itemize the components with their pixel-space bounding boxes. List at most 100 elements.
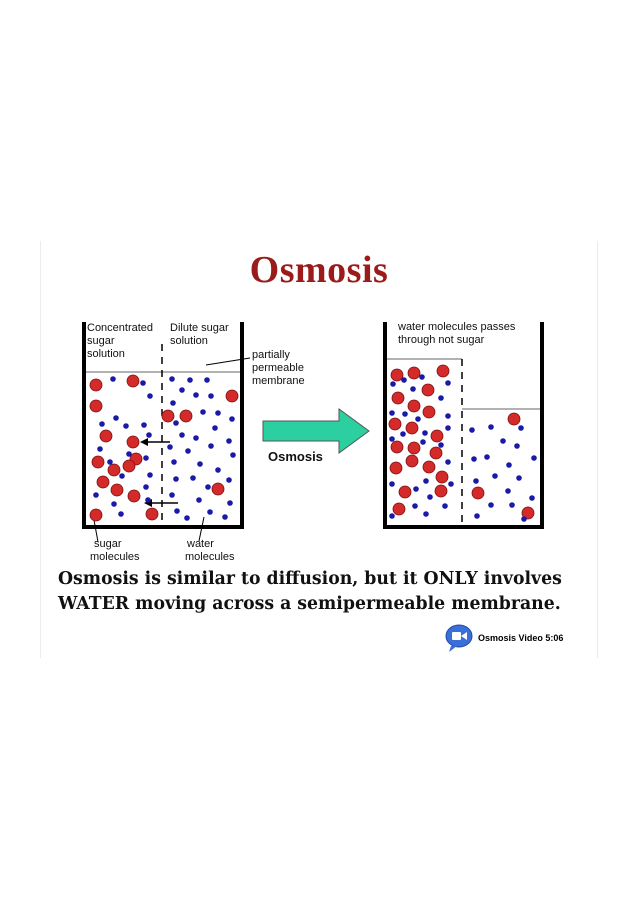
sugar-molecule (179, 409, 193, 423)
water-molecule (207, 509, 213, 515)
water-molecule (514, 443, 520, 449)
water-molecule (185, 448, 191, 454)
sugar-molecule (392, 502, 406, 516)
water-molecule (179, 387, 185, 393)
water-molecule (208, 443, 214, 449)
water-molecule (169, 492, 175, 498)
water-molecule (445, 425, 451, 431)
water-molecule (215, 410, 221, 416)
water-molecule (474, 513, 480, 519)
sugar-molecule (471, 486, 485, 500)
label-right-line-1: water molecules passes (397, 321, 516, 333)
water-molecule (171, 459, 177, 465)
label-dilute-line-1: Dilute sugar (170, 322, 229, 334)
slide-panel (40, 241, 598, 658)
video-link[interactable]: Osmosis Video 5:06 (445, 624, 563, 652)
sugar-molecule (99, 429, 113, 443)
water-molecule (97, 446, 103, 452)
video-link-label: Osmosis Video 5:06 (478, 633, 564, 643)
sugar-molecule (421, 383, 435, 397)
sugar-molecule (422, 405, 436, 419)
sugar-molecule (127, 489, 141, 503)
water-molecule (471, 456, 477, 462)
water-molecule (119, 473, 125, 479)
sugar-molecule (429, 446, 443, 460)
water-molecule (445, 413, 451, 419)
sugar-molecule (436, 364, 450, 378)
water-molecule (169, 376, 175, 382)
sugar-molecule (122, 459, 136, 473)
water-molecule (173, 420, 179, 426)
water-molecule (226, 438, 232, 444)
water-molecule (401, 377, 407, 383)
label-concentrated-line-1: Concentrated (87, 322, 153, 334)
caption: Osmosis is similar to diffusion, but it … (58, 567, 598, 617)
sugar-molecule (211, 482, 225, 496)
label-concentrated-line-2: sugar (87, 335, 115, 347)
water-molecule (445, 459, 451, 465)
water-molecule (400, 431, 406, 437)
sugar-molecule (521, 506, 535, 520)
water-molecule (415, 416, 421, 422)
water-molecule (179, 432, 185, 438)
water-molecule (410, 386, 416, 392)
water-molecule (197, 461, 203, 467)
water-molecule (448, 481, 454, 487)
water-molecule (506, 462, 512, 468)
water-molecule (193, 435, 199, 441)
sugar-molecule (507, 412, 521, 426)
water-molecule (492, 473, 498, 479)
water-molecule (123, 423, 129, 429)
water-molecule (531, 455, 537, 461)
water-molecule (146, 432, 152, 438)
sugar-molecule (110, 483, 124, 497)
water-molecule (193, 392, 199, 398)
water-molecule (484, 454, 490, 460)
sugar-molecule (398, 485, 412, 499)
sugar-molecule (407, 441, 421, 455)
flow-arrow-upper-head (140, 438, 148, 446)
water-pointer (198, 516, 205, 542)
sugar-molecule (388, 417, 402, 431)
right-beaker-walls (383, 322, 544, 529)
sugar-molecule (161, 409, 175, 423)
water-molecule (205, 484, 211, 490)
sugar-pointer (93, 519, 99, 543)
water-molecule (113, 415, 119, 421)
sugar-molecule (434, 484, 448, 498)
water-molecule (413, 486, 419, 492)
video-camera-icon (445, 624, 473, 652)
sugar-molecule (126, 435, 140, 449)
water-molecule (227, 500, 233, 506)
sugar-molecule (405, 454, 419, 468)
water-molecule (208, 393, 214, 399)
water-molecule (222, 514, 228, 520)
water-molecule (226, 477, 232, 483)
sugar-molecule (91, 455, 105, 469)
water-molecule (419, 374, 425, 380)
label-water-line-1: water (186, 538, 214, 550)
water-molecule (187, 377, 193, 383)
osmosis-arrow (262, 408, 370, 454)
membrane-pointer (205, 357, 251, 366)
water-molecule (442, 503, 448, 509)
water-molecule (111, 501, 117, 507)
water-molecule (93, 492, 99, 498)
label-membrane-line-1: partially (252, 349, 290, 361)
water-molecule (140, 380, 146, 386)
water-molecule (529, 495, 535, 501)
sugar-molecule (145, 507, 159, 521)
caption-line-1: Osmosis is similar to diffusion, but it … (58, 569, 562, 589)
osmosis-arrow-label: Osmosis (268, 449, 323, 464)
water-molecule (118, 511, 124, 517)
water-molecule (204, 377, 210, 383)
water-molecule (389, 513, 395, 519)
sugar-molecule (407, 399, 421, 413)
right-beaker (383, 322, 544, 529)
water-molecule (389, 481, 395, 487)
water-molecule (390, 381, 396, 387)
water-molecule (402, 411, 408, 417)
water-molecule (473, 478, 479, 484)
right-molecules (388, 364, 537, 522)
water-molecule (423, 478, 429, 484)
